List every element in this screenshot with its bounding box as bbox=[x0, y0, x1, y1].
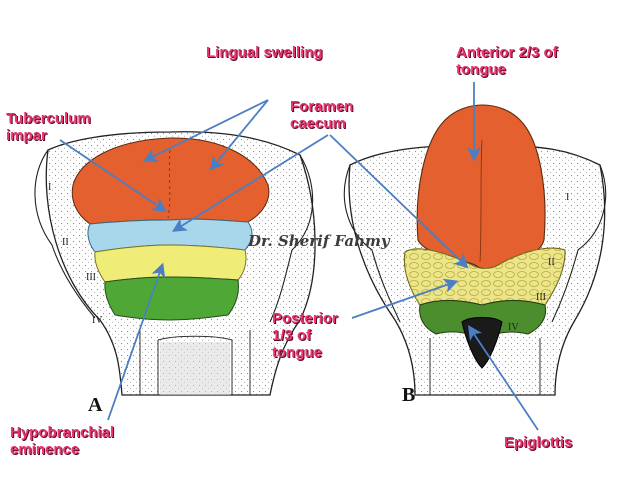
label-lingual-swelling: Lingual swelling bbox=[206, 44, 323, 61]
arch-numeral-b-4: IV bbox=[508, 322, 519, 333]
arch-fold-right-a bbox=[269, 154, 314, 323]
embryo-b: I II III IV bbox=[343, 104, 607, 396]
trachea-shade-a bbox=[160, 342, 230, 395]
arch-numeral-a-1: I bbox=[48, 182, 51, 193]
trachea-a bbox=[139, 330, 251, 395]
lingual-groove-a bbox=[167, 149, 171, 219]
arch-fold-left-a bbox=[34, 149, 96, 319]
arrow-foramen-a bbox=[171, 134, 329, 232]
author-signature: Dr. Sherif Fahmy bbox=[248, 232, 390, 250]
arrow-lingual-left bbox=[142, 99, 269, 162]
pointer-lines bbox=[59, 82, 539, 431]
arch-numeral-b-1: I bbox=[566, 192, 569, 203]
arch-numeral-b-2: II bbox=[548, 257, 555, 268]
panel-label-a: A bbox=[88, 394, 103, 416]
hypobranchial-region-a bbox=[104, 276, 239, 321]
arch-fold-left-b bbox=[343, 164, 401, 323]
arrow-hypobranchial bbox=[107, 262, 166, 421]
arrow-lingual-right bbox=[209, 99, 269, 171]
arrow-posterior bbox=[351, 278, 459, 319]
arrow-foramen-b bbox=[329, 134, 469, 269]
arch-numeral-a-3: III bbox=[86, 272, 96, 283]
arch-numeral-b-3: III bbox=[536, 292, 546, 303]
arrow-epiglottis bbox=[468, 325, 539, 431]
arch-fold-right-b bbox=[551, 164, 607, 323]
copula-region-a bbox=[94, 244, 247, 283]
median-sulcus-b bbox=[479, 139, 483, 263]
arrow-tuberculum bbox=[59, 139, 167, 213]
label-epiglottis: Epiglottis bbox=[504, 434, 573, 451]
panel-label-b: B bbox=[402, 384, 416, 406]
trachea-b bbox=[429, 338, 541, 395]
arch-numeral-a-2: II bbox=[62, 237, 69, 248]
arch-numeral-a-4: IV bbox=[92, 315, 103, 326]
